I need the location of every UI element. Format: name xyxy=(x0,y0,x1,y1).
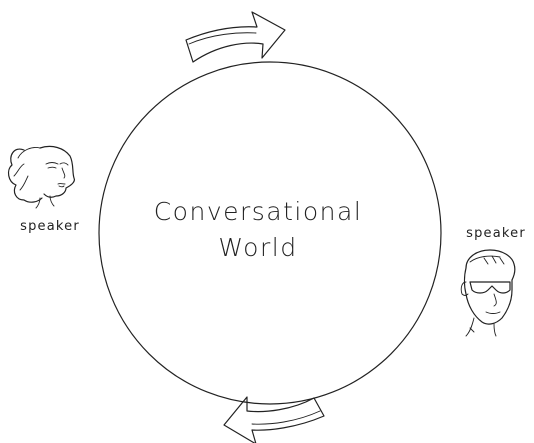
center-label-line2: World xyxy=(218,233,297,262)
conversational-world-circle xyxy=(98,61,442,405)
bottom-left-arrow-icon xyxy=(223,396,325,443)
top-right-arrow-icon xyxy=(185,11,286,63)
left-speaker-label: speaker xyxy=(20,219,80,234)
left-speaker-face-icon xyxy=(7,145,75,209)
right-speaker-face-icon xyxy=(460,249,516,337)
right-speaker-label: speaker xyxy=(466,226,526,241)
center-label-line1: Conversational xyxy=(154,197,363,226)
